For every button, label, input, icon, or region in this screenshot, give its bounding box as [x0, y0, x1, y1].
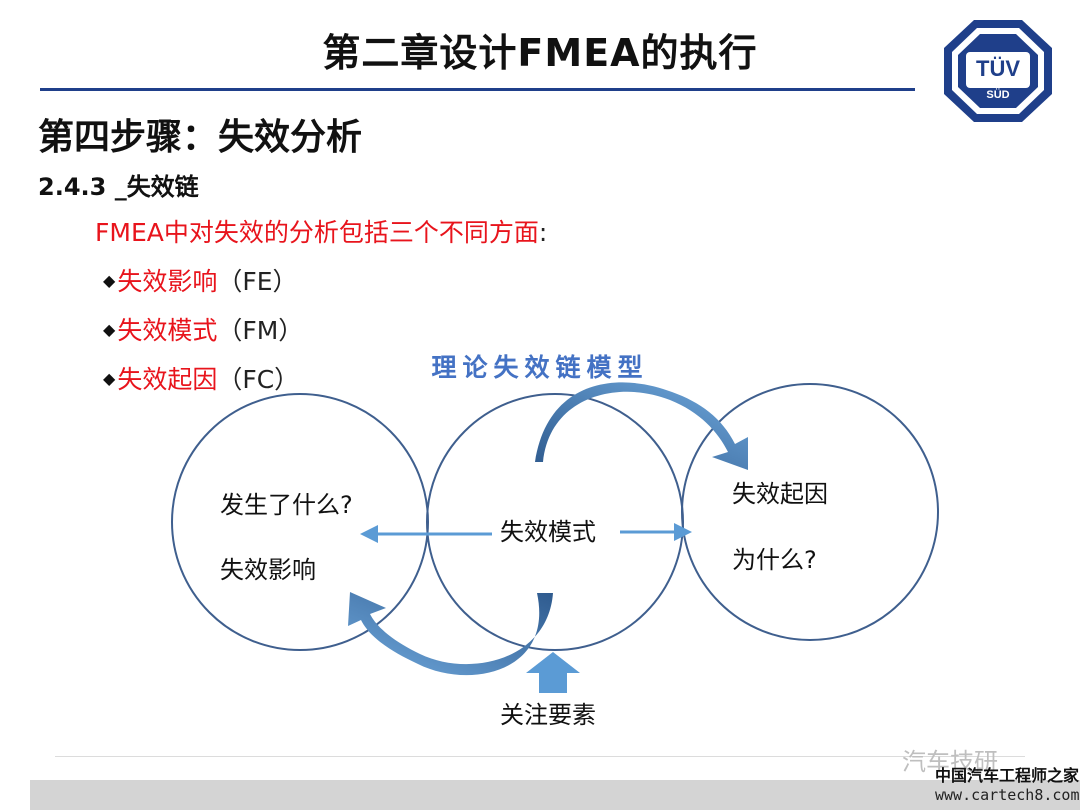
bullet-label: 失效影响 [117, 267, 218, 296]
effect-label: 失效影响 [220, 556, 316, 584]
intro-colon: : [538, 218, 548, 247]
diamond-bullet-icon: ◆ [103, 271, 116, 290]
diagram-title: 理论失效链模型 [431, 353, 648, 382]
org-watermark: 中国汽车工程师之家 [935, 766, 1080, 785]
failure-mode-label: 失效模式 [500, 518, 596, 546]
bullet-item-fc: ◆失效起因（FC） [103, 360, 299, 396]
effect-question: 发生了什么? [220, 491, 353, 519]
diamond-bullet-icon: ◆ [103, 369, 116, 388]
arrow-head-right-icon [674, 523, 692, 541]
footer-bar [30, 780, 1080, 810]
footer-divider [55, 756, 1025, 757]
diamond-bullet-icon: ◆ [103, 320, 116, 339]
bullet-item-fe: ◆失效影响（FE） [103, 262, 298, 298]
bullet-label: 失效起因 [117, 365, 218, 394]
site-watermark: www.cartech8.com [935, 786, 1080, 804]
focus-up-arrow-icon [526, 652, 580, 693]
failure-effect-circle [171, 393, 429, 651]
curved-arrow-to-cause [535, 382, 748, 470]
failure-cause-circle [681, 383, 939, 641]
title-divider [40, 88, 915, 91]
cause-question: 为什么? [732, 546, 817, 574]
intro-text: FMEA中对失效的分析包括三个不同方面: [95, 213, 547, 249]
curved-arrow-to-effect [348, 592, 553, 676]
bullet-code: （FE） [217, 267, 298, 296]
cause-label: 失效起因 [732, 480, 828, 508]
focus-element-label: 关注要素 [500, 701, 596, 729]
page-title: 第二章设计FMEA的执行 [322, 31, 758, 75]
bullet-code: （FM） [217, 316, 304, 345]
logo-sub-text: SÜD [986, 88, 1009, 101]
bullet-label: 失效模式 [117, 316, 218, 345]
bullet-item-fm: ◆失效模式（FM） [103, 311, 303, 347]
wechat-watermark: 汽车技研 [902, 748, 998, 776]
intro-sentence: FMEA中对失效的分析包括三个不同方面 [95, 218, 539, 247]
tuv-sud-logo: TÜV SÜD [944, 20, 1052, 122]
step-title: 第四步骤：失效分析 [38, 117, 363, 158]
arrow-head-left-icon [360, 525, 378, 543]
section-heading: 2.4.3 _失效链 [38, 173, 199, 201]
bullet-code: （FC） [217, 365, 300, 394]
logo-brand-text: TÜV [976, 56, 1020, 81]
